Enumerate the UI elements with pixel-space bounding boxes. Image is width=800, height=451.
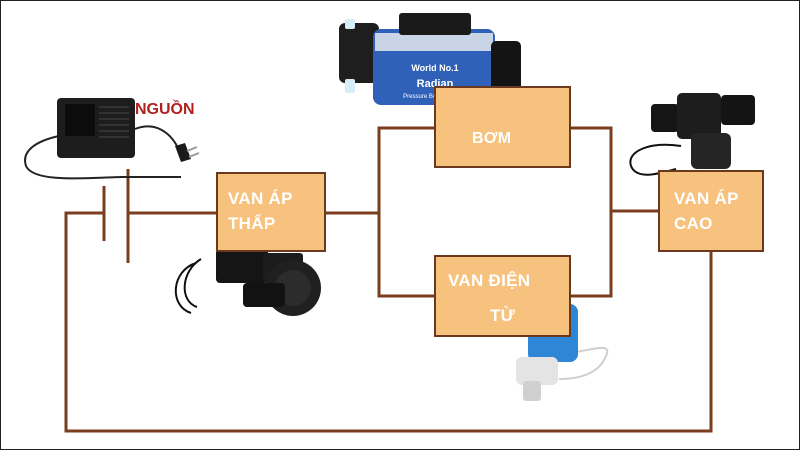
wire-loop-left-bottom (64, 211, 713, 433)
high-pressure-valve-box: VAN ÁP CAO (658, 170, 764, 252)
battery-symbol (102, 169, 130, 263)
solenoid-valve-line1: VAN ĐIỆN (448, 271, 531, 290)
low-pressure-valve-line2: THẤP (228, 214, 276, 233)
low-pressure-valve-line1: VAN ÁP (228, 189, 293, 208)
circuit-wires (64, 126, 713, 433)
pump-box: BƠM (434, 86, 571, 168)
pump-label: BƠM (472, 130, 512, 147)
low-pressure-valve-box: VAN ÁP THẤP (216, 172, 326, 252)
power-source-label: NGUỒN (135, 101, 195, 118)
solenoid-valve-box: VAN ĐIỆN TỪ (434, 255, 571, 337)
solenoid-valve-line2: TỪ (490, 306, 516, 325)
power-adapter-image (24, 98, 200, 180)
high-pressure-valve-line1: VAN ÁP (674, 189, 739, 208)
high-pressure-valve-line2: CAO (674, 214, 713, 233)
low-pressure-valve-image (174, 249, 321, 316)
pump-label-model: World No.1 (411, 63, 458, 73)
high-pressure-valve-image (629, 93, 755, 176)
